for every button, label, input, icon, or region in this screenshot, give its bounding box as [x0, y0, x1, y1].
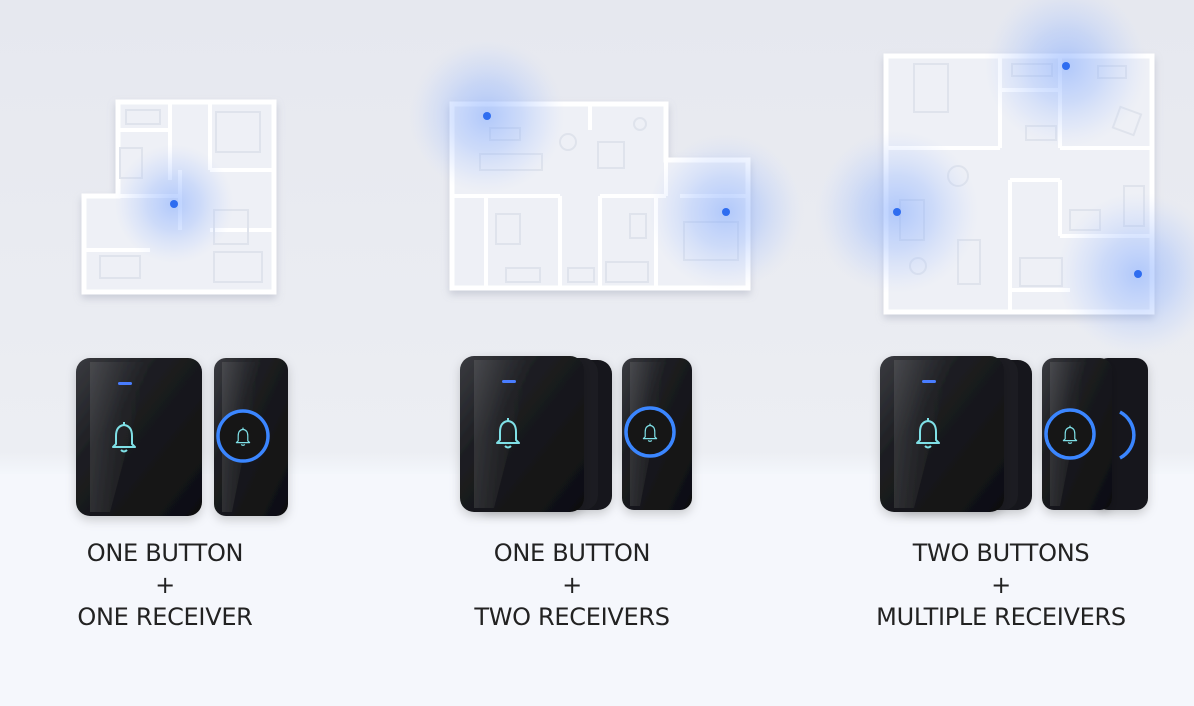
scenario-label-1: ONE BUTTON + ONE RECEIVER — [5, 537, 325, 633]
scenario-2-line2: TWO RECEIVERS — [474, 603, 670, 631]
scenario-1-plus: + — [155, 571, 175, 599]
receiver-dot — [893, 208, 901, 216]
scenario-label-3: TWO BUTTONS + MULTIPLE RECEIVERS — [841, 537, 1161, 633]
signal-glow — [984, 0, 1148, 148]
doorbell-button — [1042, 358, 1112, 510]
device-group-1 — [76, 358, 288, 516]
receiver-unit — [76, 358, 202, 516]
doorbell-button — [214, 358, 288, 516]
scenario-1-line2: ONE RECEIVER — [77, 603, 253, 631]
scenario-3-line1: TWO BUTTONS — [912, 539, 1090, 567]
receiver-dot — [483, 112, 491, 120]
device-group-3 — [880, 356, 1148, 512]
receiver-unit — [460, 356, 584, 512]
receiver-unit — [880, 356, 1004, 512]
device-group-2 — [460, 356, 692, 512]
receiver-dot — [170, 200, 178, 208]
scenario-1-line1: ONE BUTTON — [86, 539, 244, 567]
floor-band — [0, 474, 1194, 706]
scenario-3-line2: MULTIPLE RECEIVERS — [876, 603, 1126, 631]
receiver-dot — [1134, 270, 1142, 278]
signal-glow — [1056, 192, 1194, 356]
scenario-2-plus: + — [562, 571, 582, 599]
doorbell-button — [622, 358, 692, 510]
receiver-dot — [1062, 62, 1070, 70]
scenario-label-2: ONE BUTTON + TWO RECEIVERS — [412, 537, 732, 633]
receiver-dot — [722, 208, 730, 216]
scenario-3-plus: + — [991, 571, 1011, 599]
scenario-2-line1: ONE BUTTON — [493, 539, 651, 567]
